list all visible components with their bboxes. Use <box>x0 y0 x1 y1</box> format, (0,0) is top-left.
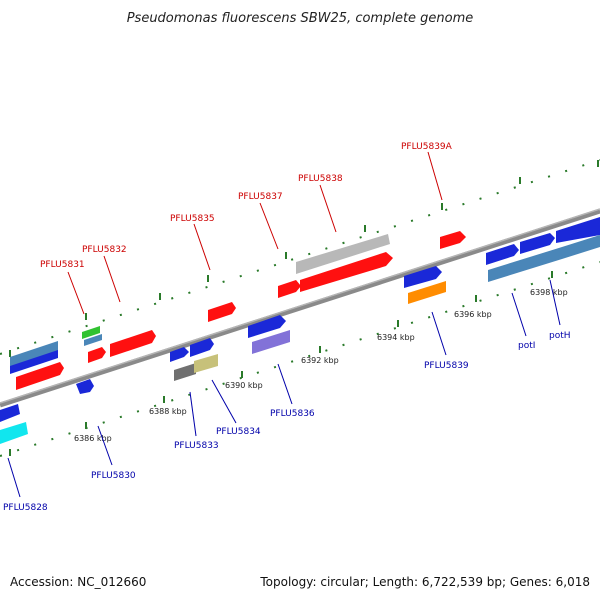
gene-label[interactable]: potH <box>549 331 571 341</box>
gene-label[interactable]: PFLU5838 <box>298 174 343 184</box>
gene-feature[interactable] <box>248 315 286 338</box>
gene-feature[interactable] <box>10 341 58 367</box>
forward-gene-labels: PFLU5831 PFLU5832 PFLU5835 PFLU5837 PFLU… <box>40 142 453 270</box>
gene-feature[interactable] <box>486 244 519 265</box>
gene-feature[interactable] <box>110 330 156 357</box>
gene-feature[interactable] <box>404 266 442 288</box>
gene-feature[interactable] <box>0 404 20 422</box>
gene-label[interactable]: potI <box>518 341 535 351</box>
gene-feature[interactable] <box>562 235 600 259</box>
gene-label[interactable]: PFLU5834 <box>216 427 261 437</box>
gene-feature[interactable] <box>10 350 58 374</box>
gene-feature[interactable] <box>440 231 466 249</box>
gene-label[interactable]: PFLU5835 <box>170 214 215 224</box>
tick-labels: 6386 kbp 6388 kbp 6390 kbp 6392 kbp 6394… <box>74 288 568 443</box>
gene-feature[interactable] <box>82 326 100 339</box>
tick-label: 6392 kbp <box>301 356 339 365</box>
gene-feature[interactable] <box>16 362 64 390</box>
map-title: Pseudomonas fluorescens SBW25, complete … <box>127 11 474 26</box>
gene-label[interactable]: PFLU5830 <box>91 471 136 481</box>
gene-feature[interactable] <box>194 354 218 373</box>
genome-summary-text: Topology: circular; Length: 6,722,539 bp… <box>259 575 590 589</box>
upper-major-ticks <box>9 160 599 357</box>
tick-label: 6386 kbp <box>74 434 112 443</box>
gene-feature[interactable] <box>278 280 301 298</box>
gene-label[interactable]: PFLU5828 <box>3 503 48 513</box>
gene-feature[interactable] <box>208 302 236 322</box>
gene-label[interactable]: PFLU5837 <box>238 192 283 202</box>
gene-feature[interactable] <box>488 247 562 282</box>
reverse-genes <box>0 235 600 444</box>
gene-label[interactable]: PFLU5839A <box>401 142 453 152</box>
accession-text: Accession: NC_012660 <box>10 575 146 589</box>
gene-feature[interactable] <box>84 334 102 346</box>
gene-feature[interactable] <box>556 217 600 243</box>
gene-feature[interactable] <box>296 234 390 274</box>
gene-label[interactable]: PFLU5833 <box>174 441 219 451</box>
forward-leaders <box>67 151 443 315</box>
reverse-gene-labels: PFLU5828 PFLU5830 PFLU5833 PFLU5834 PFLU… <box>3 331 571 513</box>
reverse-leaders <box>7 279 561 498</box>
gene-feature[interactable] <box>170 347 189 362</box>
tick-label: 6396 kbp <box>454 310 492 319</box>
gene-label[interactable]: PFLU5831 <box>40 260 85 270</box>
tick-label: 6390 kbp <box>225 381 263 390</box>
gene-label[interactable]: PFLU5832 <box>82 245 127 255</box>
gene-label[interactable]: PFLU5836 <box>270 409 315 419</box>
tick-label: 6388 kbp <box>149 407 187 416</box>
gene-feature[interactable] <box>190 338 214 357</box>
tick-label: 6398 kbp <box>530 288 568 297</box>
gene-feature[interactable] <box>252 330 290 354</box>
gene-feature[interactable] <box>300 252 393 292</box>
gene-feature[interactable] <box>520 233 555 254</box>
genome-backbone <box>0 208 600 408</box>
forward-genes <box>10 217 600 390</box>
gene-feature[interactable] <box>88 347 106 363</box>
gene-feature[interactable] <box>408 281 446 304</box>
tick-label: 6394 kbp <box>377 333 415 342</box>
gene-feature[interactable] <box>0 422 28 444</box>
gene-label[interactable]: PFLU5839 <box>424 361 469 371</box>
lower-major-ticks <box>9 271 553 456</box>
gene-feature[interactable] <box>76 379 94 394</box>
gene-feature[interactable] <box>174 363 196 381</box>
